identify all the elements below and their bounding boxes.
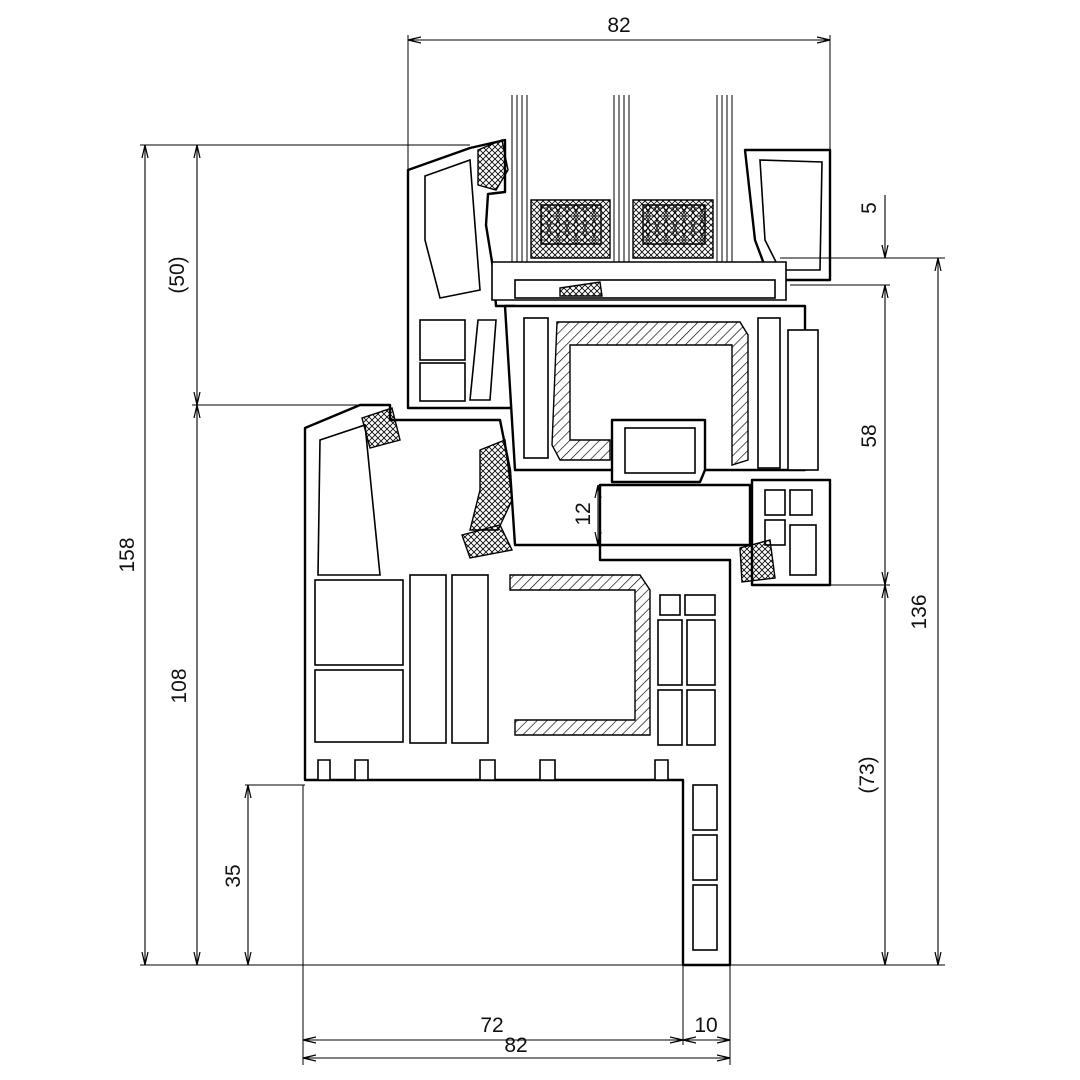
dim-frame-lower: (73) [856,756,879,793]
dim-sill-35: 35 [222,864,245,887]
dim-rebate-12: 12 [572,502,595,525]
dim-frame-width: 72 [480,1014,503,1037]
dim-bottom-width: 82 [504,1034,527,1057]
dim-frame-height: 108 [168,668,191,703]
dim-sash-height: 58 [858,424,881,447]
extension-lines [140,35,945,1065]
dim-frame-extension: 10 [694,1014,717,1037]
dim-top-width: 82 [607,14,630,37]
dimension-labels: 82 5 (50) 158 58 136 12 108 (73) 35 72 1… [116,14,931,1057]
dim-total-height: 158 [116,537,139,572]
sash-profile [406,138,832,472]
dimension-lines [145,40,938,1058]
dim-glass-gap: 5 [858,202,881,214]
dim-glazing-height: (50) [166,256,189,293]
frame-profile [303,403,732,967]
dim-overall-right: 136 [908,594,931,629]
glazing-panes [511,95,733,262]
